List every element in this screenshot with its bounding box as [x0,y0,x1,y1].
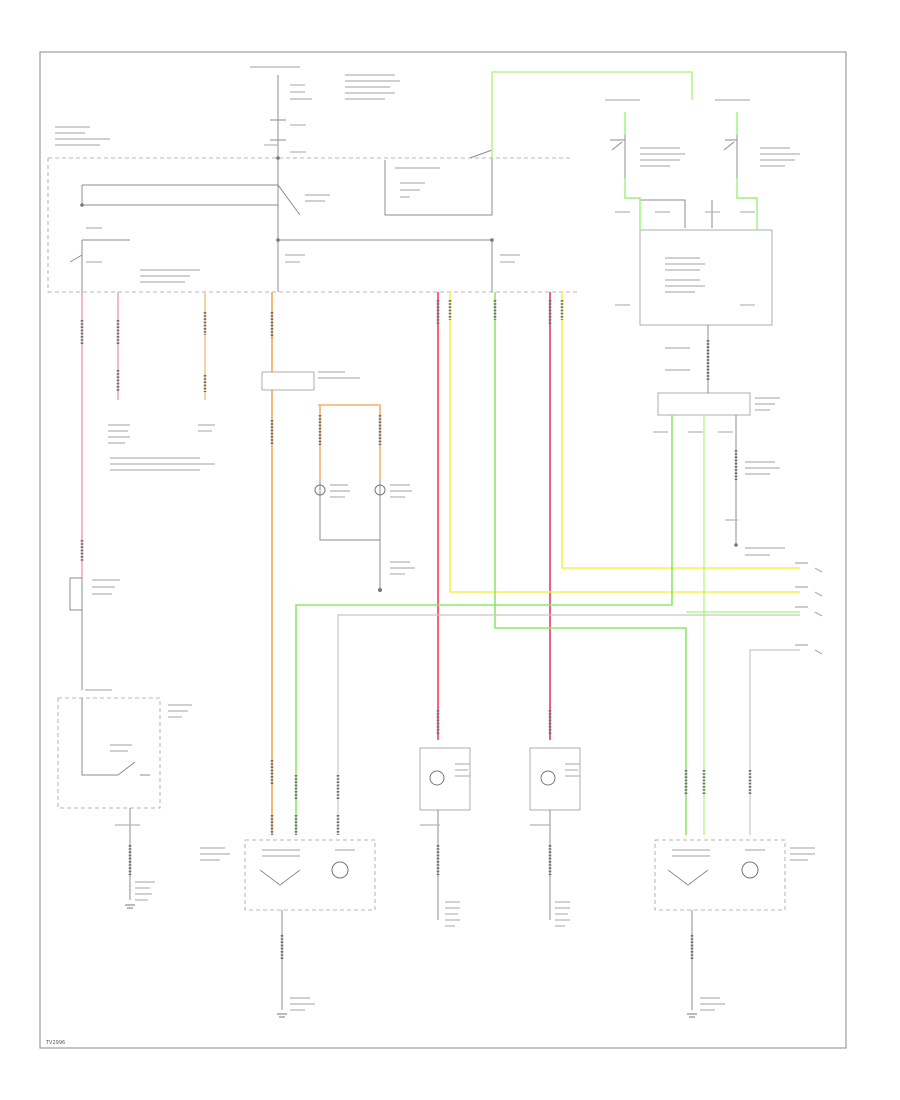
dome-lamps [419,747,581,927]
license-connector-box [261,371,315,391]
diagram-frame [39,51,847,1049]
left-column-components [57,424,215,901]
wire-green-left-rear [295,415,673,835]
body-control-module-box [639,229,773,326]
left-rear-lamp-box [244,839,376,911]
right-rear-lamp-box [654,839,786,911]
connector-marks [80,300,752,960]
wire-green-module-right [736,178,758,230]
wire-orange-license [318,404,381,480]
wire-gray-right [749,649,800,835]
wire-yellow-1 [449,292,800,593]
right-dome-lamp-box [529,747,581,811]
wire-green-main [494,292,687,835]
ground-symbols [125,904,697,1018]
wire-gray-left [337,614,800,835]
rear-lamps [200,839,815,1011]
footer-id: TV2996 [45,1040,65,1046]
label-strokes [55,66,520,283]
junction-block-box [657,392,751,416]
wire-green-module-left [624,178,641,230]
top-right-switch-area [605,99,800,556]
left-dome-lamp-box [419,747,471,811]
wire-yellow-2 [561,292,800,569]
top-left-fuse-area [47,66,578,293]
license-lamp-area [261,371,415,592]
wire-lime-top-loop [491,71,693,158]
edge-terminals [795,562,823,655]
